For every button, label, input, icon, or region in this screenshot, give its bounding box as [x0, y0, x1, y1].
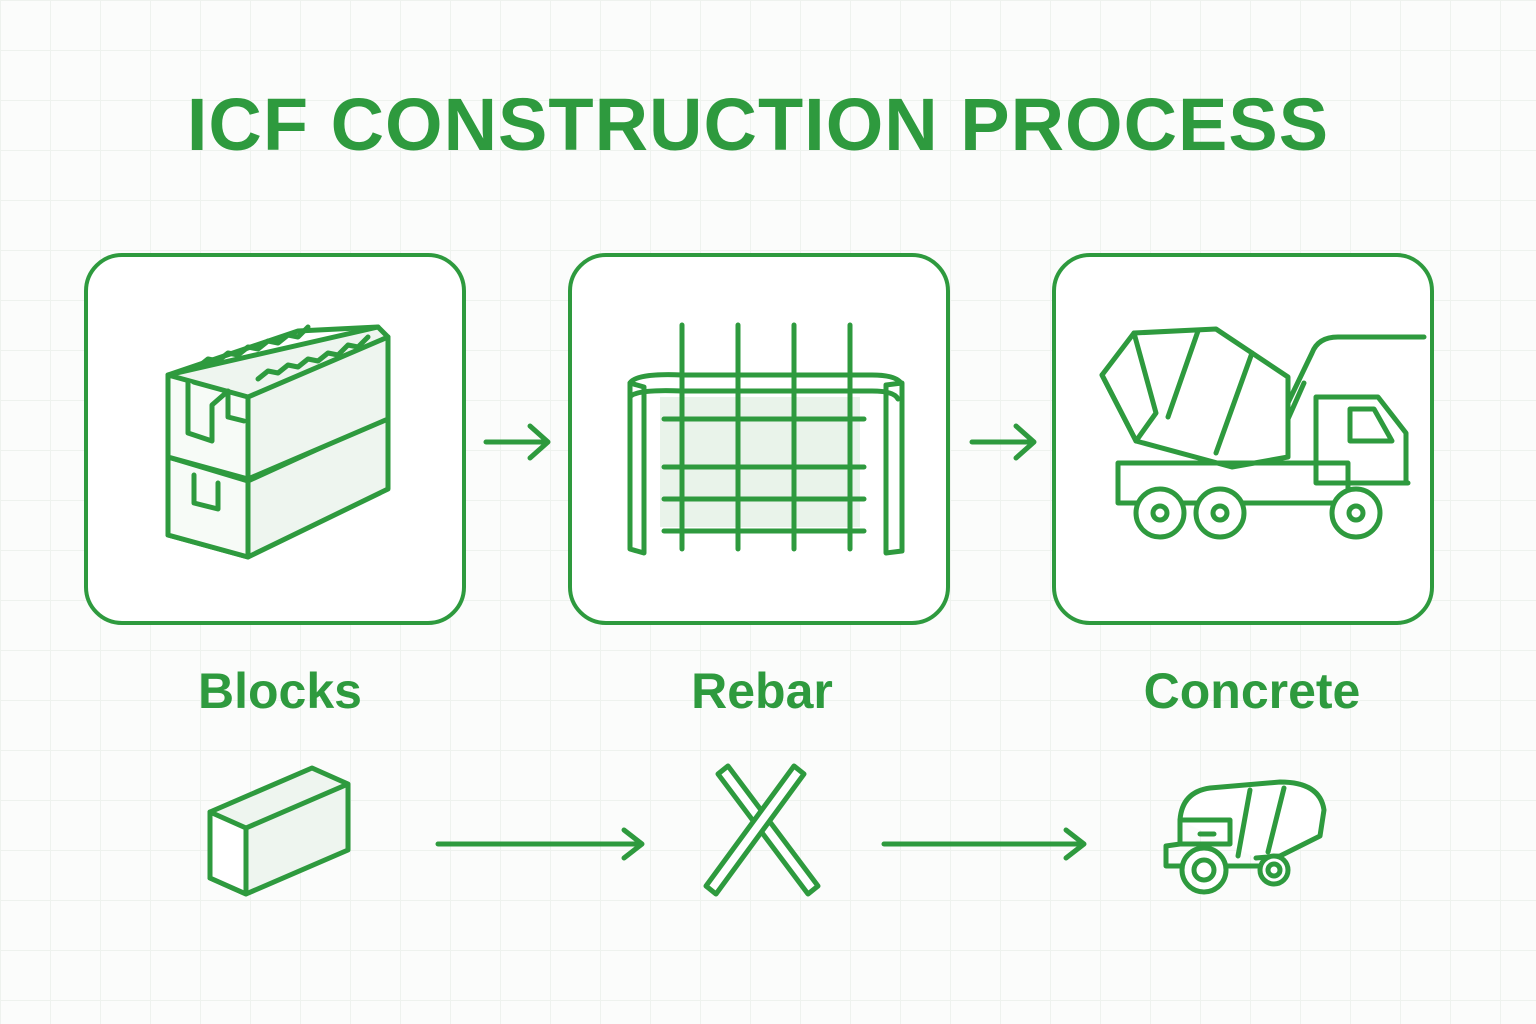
step-label-blocks: Blocks	[198, 663, 362, 719]
small-mixer-truck-icon	[1163, 779, 1327, 895]
step-label-rebar: Rebar	[691, 663, 833, 719]
concrete-card	[1052, 253, 1434, 625]
crossed-rebar-icon	[703, 763, 821, 897]
icf-blocks-icon	[165, 324, 391, 560]
rebar-card	[568, 253, 950, 625]
arrow-right-icon	[483, 423, 551, 461]
concrete-mixer-truck-icon	[1099, 326, 1427, 540]
blocks-card	[84, 253, 466, 625]
single-block-icon	[207, 765, 351, 897]
page-title: ICF CONSTRUCTION PROCESS	[186, 83, 1330, 166]
arrow-right-icon	[881, 827, 1087, 861]
step-label-concrete: Concrete	[1143, 663, 1361, 719]
rebar-grid-icon	[627, 322, 905, 556]
arrow-right-icon	[969, 423, 1037, 461]
arrow-right-icon	[435, 827, 645, 861]
